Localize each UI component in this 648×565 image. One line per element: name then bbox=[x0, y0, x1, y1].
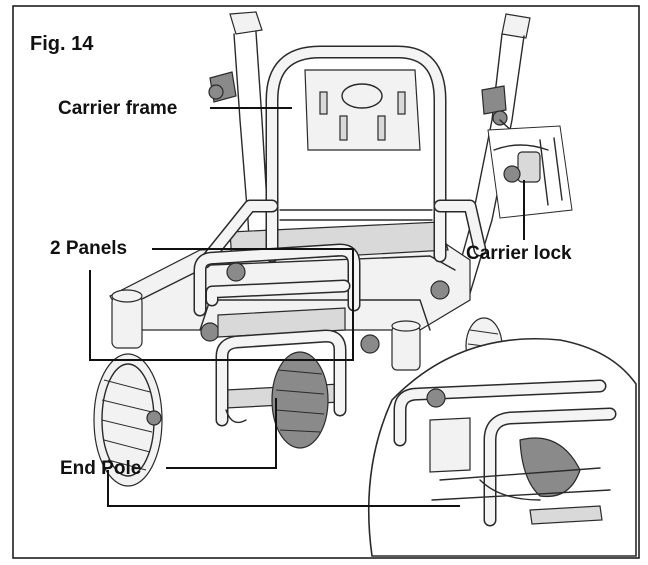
left-rear-wheel bbox=[93, 289, 163, 487]
two-panels-label: 2 Panels bbox=[50, 238, 127, 259]
end-pole-detail-leader bbox=[107, 470, 460, 507]
stroller-illustration bbox=[93, 11, 637, 557]
carrier-lock-inset bbox=[487, 125, 573, 219]
leader-lines bbox=[89, 107, 525, 507]
front-wheel bbox=[271, 351, 329, 449]
carrier-lock-label: Carrier lock bbox=[466, 243, 572, 264]
carrier-frame-illustration bbox=[198, 45, 487, 269]
two-panels-leader bbox=[89, 248, 354, 361]
left-handle-post bbox=[208, 11, 271, 301]
figure-label: Fig. 14 bbox=[30, 33, 94, 55]
end-pole-leader bbox=[166, 398, 277, 469]
carrier-frame-label: Carrier frame bbox=[58, 98, 177, 119]
end-pole-label: End Pole bbox=[60, 458, 141, 479]
end-pole-detail-inset bbox=[367, 337, 637, 557]
